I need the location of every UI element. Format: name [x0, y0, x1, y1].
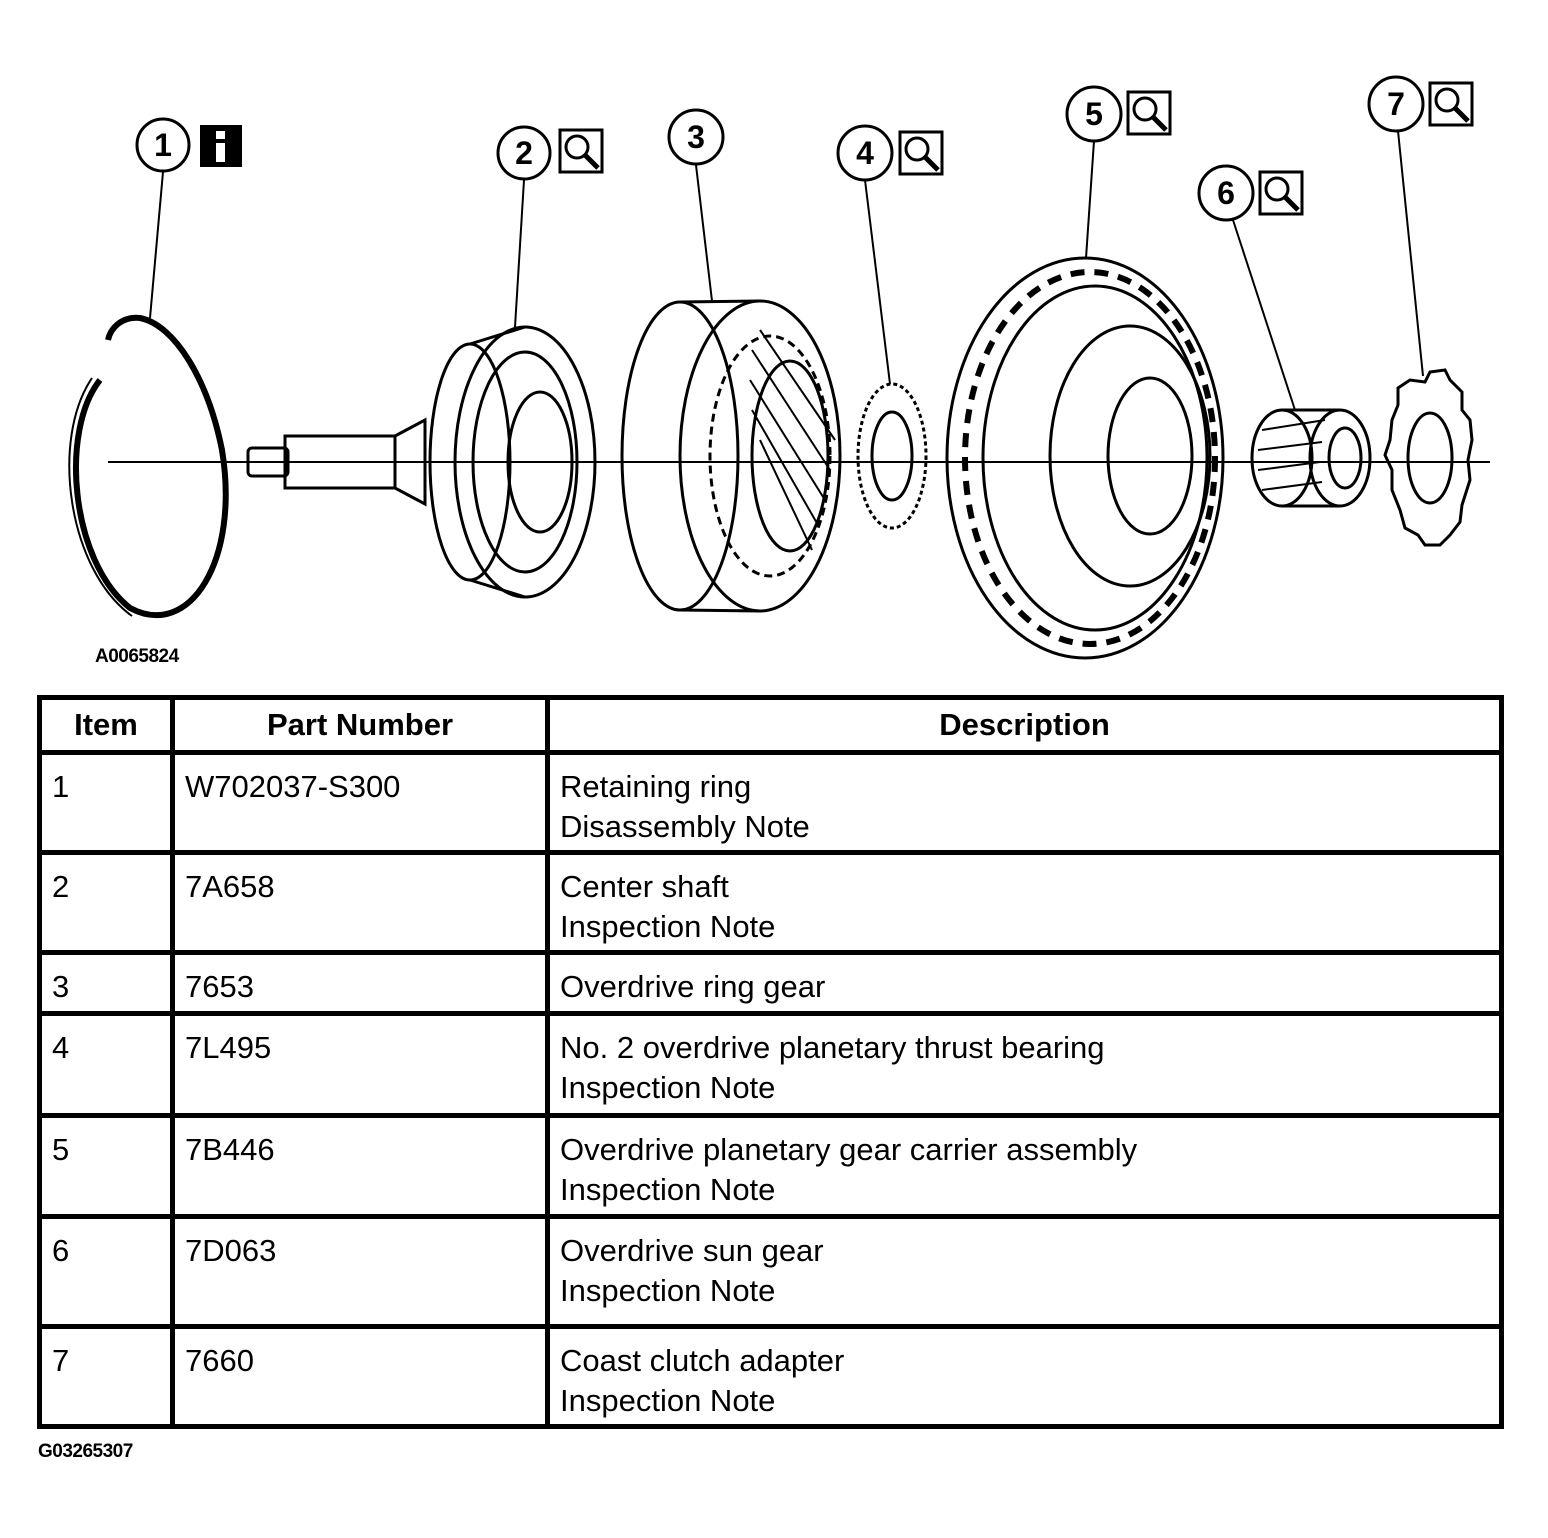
magnifier-icon [898, 130, 944, 176]
callout-number-4: 4 [856, 135, 874, 171]
part-number-cell: 7D063 [170, 1214, 550, 1329]
leader-line-7 [1397, 130, 1424, 377]
retaining-ring-part [68, 314, 229, 618]
ring-gear-part [620, 299, 842, 613]
magnifier-icon [1428, 81, 1474, 127]
callout-circle-4 [836, 124, 894, 182]
table-row: 7 7660 Coast clutch adapter Inspection N… [37, 1324, 1504, 1429]
leader-line-2 [514, 179, 525, 328]
callout-number-7: 7 [1387, 86, 1405, 122]
part-number-cell: W702037-S300 [170, 750, 550, 855]
coast-clutch-adapter-part [1383, 368, 1474, 547]
parts-table: Item Part Number Description 1 W702037-S… [37, 695, 1504, 1429]
description-text: Overdrive planetary gear carrier assembl… [560, 1132, 1138, 1167]
note-text: Disassembly Note [560, 809, 810, 844]
thrust-bearing-part [856, 382, 928, 530]
table-row: 6 7D063 Overdrive sun gear Inspection No… [37, 1214, 1504, 1329]
exploded-parts-diagram: 1 2 3 4 5 6 7 [68, 75, 1490, 660]
item-cell: 1 [37, 750, 175, 855]
callout-number-6: 6 [1217, 175, 1235, 211]
leader-line-6 [1232, 219, 1296, 411]
item-cell: 7 [37, 1324, 175, 1429]
description-cell: Overdrive planetary gear carrier assembl… [545, 1113, 1504, 1219]
column-header-item: Item [37, 695, 175, 755]
description-cell: No. 2 overdrive planetary thrust bearing… [545, 1011, 1504, 1118]
sun-gear-part [1250, 408, 1372, 508]
leader-line-3 [695, 164, 713, 302]
callout-circle-2 [496, 125, 552, 181]
callout-number-2: 2 [515, 135, 533, 171]
description-cell: Coast clutch adapter Inspection Note [545, 1324, 1504, 1429]
leader-line-5 [1085, 140, 1095, 259]
part-number-cell: 7653 [170, 950, 550, 1016]
callout-circle-3 [667, 108, 725, 166]
item-cell: 3 [37, 950, 175, 1016]
description-cell: Overdrive sun gear Inspection Note [545, 1214, 1504, 1329]
note-text: Inspection Note [560, 909, 776, 944]
figure-id-top: A0065824 [95, 646, 179, 667]
item-cell: 6 [37, 1214, 175, 1329]
callout-circle-5 [1065, 85, 1123, 143]
table-row: 4 7L495 No. 2 overdrive planetary thrust… [37, 1011, 1504, 1118]
table-row: 1 W702037-S300 Retaining ring Disassembl… [37, 750, 1504, 855]
table-header-row: Item Part Number Description [37, 695, 1504, 755]
part-number-cell: 7B446 [170, 1113, 550, 1219]
callout-number-5: 5 [1085, 96, 1103, 132]
callout-circle-7 [1367, 75, 1425, 133]
callout-number-3: 3 [687, 119, 705, 155]
table-row: 2 7A658 Center shaft Inspection Note [37, 850, 1504, 955]
description-text: Center shaft [560, 869, 729, 904]
part-number-cell: 7660 [170, 1324, 550, 1429]
leader-line-4 [864, 179, 891, 385]
callout-number-1: 1 [154, 127, 172, 163]
magnifier-icon [1126, 90, 1172, 136]
description-cell: Retaining ring Disassembly Note [545, 750, 1504, 855]
leader-line-1 [149, 171, 164, 319]
magnifier-icon [1258, 170, 1304, 216]
magnifier-icon [558, 128, 604, 174]
info-icon [200, 125, 242, 167]
part-number-cell: 7L495 [170, 1011, 550, 1118]
description-text: Coast clutch adapter [560, 1343, 845, 1378]
description-cell: Overdrive ring gear [545, 950, 1504, 1016]
item-cell: 2 [37, 850, 175, 955]
callout-circle-6 [1197, 164, 1255, 222]
description-cell: Center shaft Inspection Note [545, 850, 1504, 955]
center-shaft-part [246, 325, 597, 599]
table-row: 3 7653 Overdrive ring gear [37, 950, 1504, 1016]
note-text: Inspection Note [560, 1070, 776, 1105]
item-cell: 4 [37, 1011, 175, 1118]
column-header-description: Description [545, 695, 1504, 755]
part-number-cell: 7A658 [170, 850, 550, 955]
item-cell: 5 [37, 1113, 175, 1219]
column-header-part-number: Part Number [170, 695, 550, 755]
description-text: No. 2 overdrive planetary thrust bearing [560, 1030, 1105, 1065]
note-text: Inspection Note [560, 1273, 776, 1308]
description-text: Overdrive sun gear [560, 1233, 824, 1268]
figure-id-bottom: G03265307 [38, 1441, 133, 1462]
description-text: Retaining ring [560, 769, 752, 804]
table-row: 5 7B446 Overdrive planetary gear carrier… [37, 1113, 1504, 1219]
note-text: Inspection Note [560, 1172, 776, 1207]
carrier-assembly-part [945, 256, 1225, 660]
note-text: Inspection Note [560, 1383, 776, 1418]
description-text: Overdrive ring gear [560, 969, 826, 1004]
callout-circle-1 [135, 117, 191, 173]
